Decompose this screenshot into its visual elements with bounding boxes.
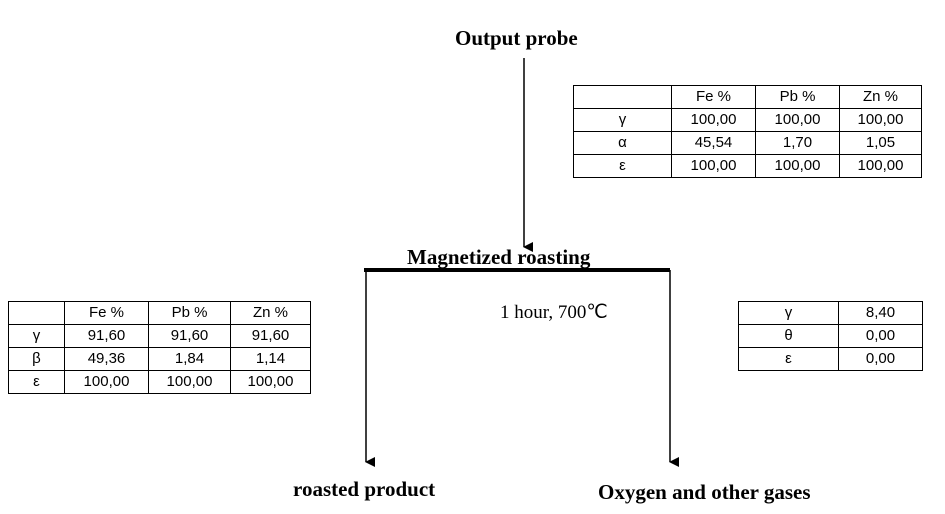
table-cell: 45,54 <box>671 131 756 155</box>
row-symbol: γ <box>738 301 839 325</box>
table-cell: 1,84 <box>148 347 231 371</box>
product-label: roasted product <box>293 477 436 501</box>
gas-composition-table: γ 8,40 θ 0,00 ε 0,00 <box>738 301 923 371</box>
row-symbol: ε <box>738 347 839 371</box>
row-symbol: α <box>573 131 672 155</box>
table-cell: 100,00 <box>755 154 840 178</box>
table-cell: 91,60 <box>230 324 311 348</box>
table-cell: 100,00 <box>64 370 149 394</box>
table-row: θ 0,00 <box>738 324 923 348</box>
row-symbol: ε <box>573 154 672 178</box>
table-header-row: Fe % Pb % Zn % <box>8 301 311 325</box>
table-row: ε 100,00 100,00 100,00 <box>573 154 922 178</box>
table-row: γ 8,40 <box>738 301 923 325</box>
row-symbol: ε <box>8 370 65 394</box>
header-cell: Fe % <box>671 85 756 109</box>
header-cell: Zn % <box>230 301 311 325</box>
table-cell: 1,05 <box>839 131 922 155</box>
table-cell: 100,00 <box>230 370 311 394</box>
table-row: α 45,54 1,70 1,05 <box>573 131 922 155</box>
row-symbol: γ <box>573 108 672 132</box>
table-cell: 100,00 <box>671 154 756 178</box>
table-cell: 100,00 <box>839 108 922 132</box>
table-cell: 1,14 <box>230 347 311 371</box>
table-row: γ 100,00 100,00 100,00 <box>573 108 922 132</box>
table-row: ε 100,00 100,00 100,00 <box>8 370 311 394</box>
table-cell: 100,00 <box>755 108 840 132</box>
input-label: Output probe <box>455 26 578 50</box>
header-cell: Pb % <box>148 301 231 325</box>
table-cell: 91,60 <box>148 324 231 348</box>
header-cell: Pb % <box>755 85 840 109</box>
table-row: ε 0,00 <box>738 347 923 371</box>
process-label: Magnetized roasting <box>407 245 591 269</box>
gas-label: Oxygen and other gases <box>598 480 811 504</box>
table-row: β 49,36 1,84 1,14 <box>8 347 311 371</box>
header-cell <box>573 85 672 109</box>
table-cell: 0,00 <box>838 347 923 371</box>
input-composition-table: Fe % Pb % Zn % γ 100,00 100,00 100,00 α … <box>573 85 922 178</box>
header-cell: Fe % <box>64 301 149 325</box>
row-symbol: β <box>8 347 65 371</box>
product-composition-table: Fe % Pb % Zn % γ 91,60 91,60 91,60 β 49,… <box>8 301 311 394</box>
row-symbol: θ <box>738 324 839 348</box>
table-cell: 100,00 <box>148 370 231 394</box>
table-cell: 0,00 <box>838 324 923 348</box>
table-cell: 1,70 <box>755 131 840 155</box>
header-cell <box>8 301 65 325</box>
table-cell: 8,40 <box>838 301 923 325</box>
table-cell: 100,00 <box>839 154 922 178</box>
table-cell: 49,36 <box>64 347 149 371</box>
header-cell: Zn % <box>839 85 922 109</box>
table-cell: 100,00 <box>671 108 756 132</box>
table-header-row: Fe % Pb % Zn % <box>573 85 922 109</box>
row-symbol: γ <box>8 324 65 348</box>
table-row: γ 91,60 91,60 91,60 <box>8 324 311 348</box>
table-cell: 91,60 <box>64 324 149 348</box>
conditions-label: 1 hour, 700℃ <box>500 302 608 323</box>
